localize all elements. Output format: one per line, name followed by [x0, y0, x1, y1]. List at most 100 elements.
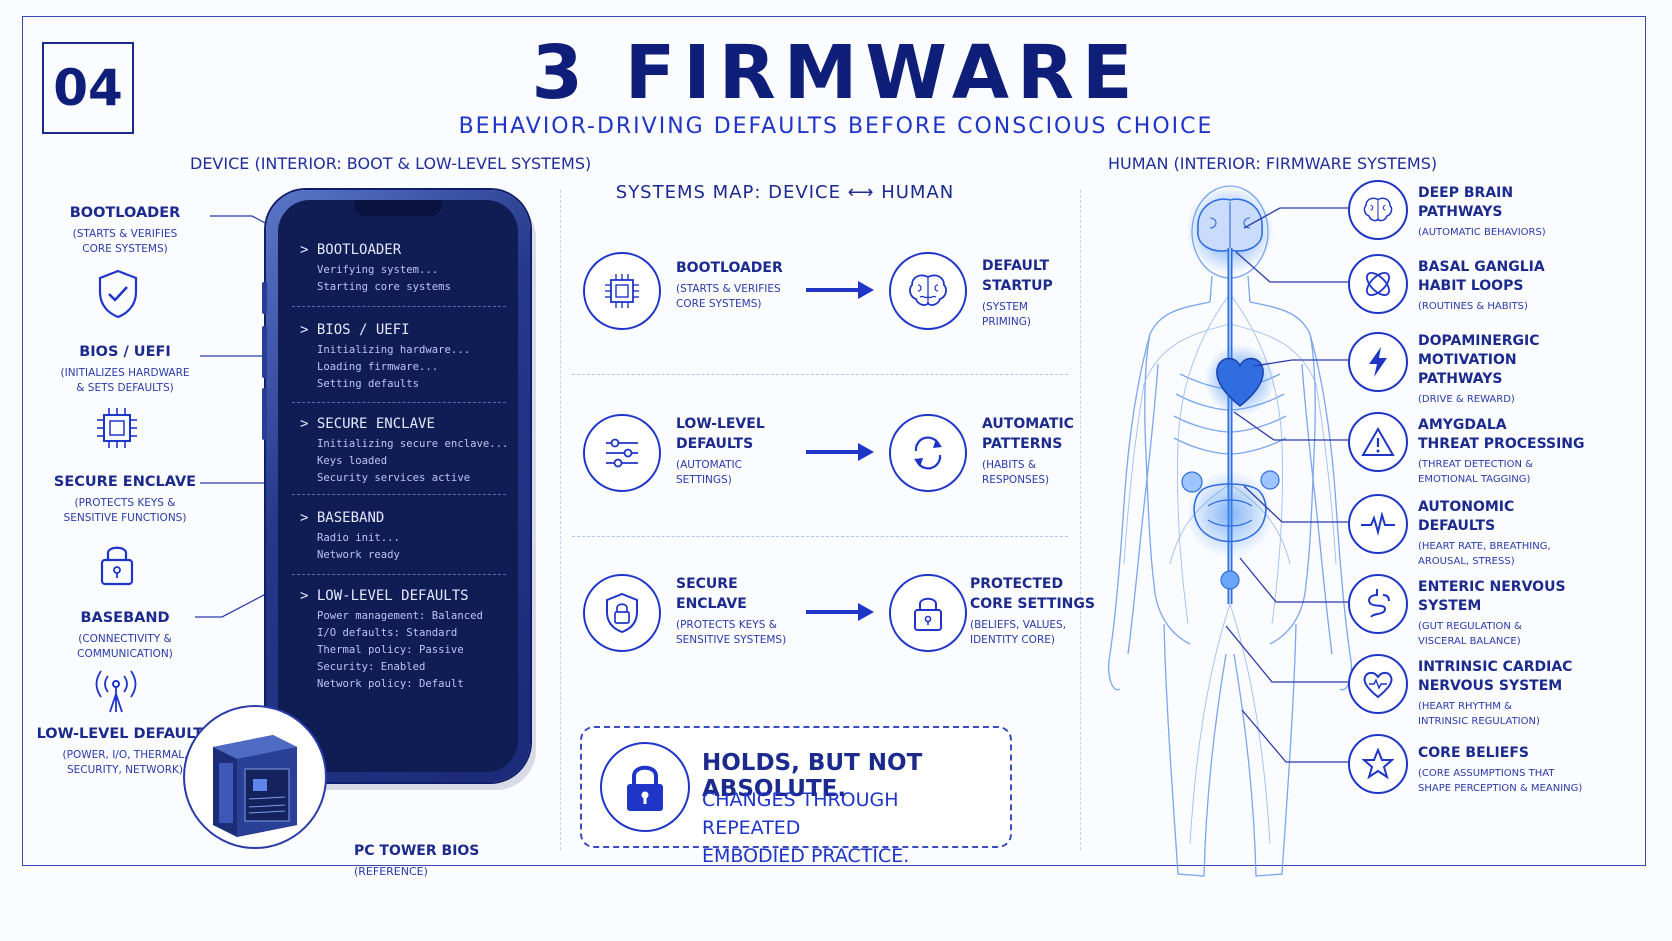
map-label-title: DEFAULT [982, 258, 1050, 274]
item-sub: (HEART RATE, BREATHING, [1418, 541, 1551, 552]
label-title: BIOS / UEFI [79, 344, 171, 360]
phone-screen [278, 200, 518, 772]
item-title: AMYGDALA [1418, 417, 1507, 433]
item-title: ENTERIC NERVOUS [1418, 579, 1566, 595]
phone-line: I/O defaults: Standard [317, 627, 458, 639]
map-label-title: SECURE [676, 576, 738, 592]
shield-check-icon [95, 268, 141, 320]
item-title: CORE BELIEFS [1418, 745, 1529, 761]
phone-line: Network ready [317, 549, 400, 561]
map-label-title: LOW-LEVEL [676, 416, 765, 432]
item-title: DEFAULTS [1418, 518, 1496, 534]
brain-icon [889, 252, 967, 330]
cycle-icon [889, 414, 967, 492]
divider [292, 402, 506, 403]
map-label-title: AUTOMATIC [982, 416, 1074, 432]
map-label-sub: CORE SYSTEMS) [676, 298, 762, 310]
callout-text: CHANGES THROUGH REPEATED [702, 789, 899, 839]
padlock-icon [889, 574, 967, 652]
phone-section-baseband: > BASEBAND Radio init... Network ready [300, 510, 510, 564]
item-title: DOPAMINERGIC [1418, 333, 1540, 349]
map-label-sub: SENSITIVE SYSTEMS) [676, 634, 787, 646]
device-label-baseband: BASEBAND (CONNECTIVITY &COMMUNICATION) [35, 610, 215, 662]
map-label-title: CORE SETTINGS [970, 596, 1095, 612]
map-label-title: ENCLAVE [676, 596, 747, 612]
prompt-glyph: > [300, 510, 309, 526]
item-title: HABIT LOOPS [1418, 278, 1524, 294]
pc-title: PC TOWER BIOS [354, 843, 480, 859]
prompt-glyph: > [300, 322, 309, 338]
map-label-sub: (PROTECTS KEYS & [676, 619, 777, 631]
human-item-deep-brain: DEEP BRAIN PATHWAYS (AUTOMATIC BEHAVIORS) [1418, 184, 1668, 240]
item-sub: (THREAT DETECTION & [1418, 459, 1533, 470]
antenna-icon [90, 668, 142, 714]
phone-line: Radio init... [317, 532, 400, 544]
item-sub: (HEART RHYTHM & [1418, 701, 1512, 712]
divider [292, 494, 506, 495]
item-title: PATHWAYS [1418, 371, 1503, 387]
phone-section-low-level-defaults: > LOW-LEVEL DEFAULTS Power management: B… [300, 588, 510, 693]
callout-headline: HOLDS, BUT NOT ABSOLUTE. [702, 750, 923, 802]
label-sub: (INITIALIZES HARDWARE [60, 367, 190, 379]
item-title: PATHWAYS [1418, 204, 1503, 220]
map-label-sub: RESPONSES) [982, 474, 1050, 486]
item-sub: AROUSAL, STRESS) [1418, 556, 1515, 567]
prompt-glyph: > [300, 588, 309, 604]
map-label-sub: (BELIEFS, VALUES, [970, 619, 1067, 631]
loop-icon [1348, 254, 1408, 314]
map-label-title: PROTECTED [970, 576, 1064, 592]
phone-section-secure-enclave: > SECURE ENCLAVE Initializing secure enc… [300, 416, 510, 487]
callout-box: HOLDS, BUT NOT ABSOLUTE. CHANGES THROUGH… [580, 726, 1012, 867]
row-divider [572, 374, 1068, 375]
divider [292, 574, 506, 575]
callout-text: EMBODIED PRACTICE. [702, 845, 910, 867]
item-title: SYSTEM [1418, 598, 1482, 614]
phone-line: Loading firmware... [317, 361, 439, 373]
item-sub: (ROUTINES & HABITS) [1418, 301, 1528, 312]
phone-section-title: BOOTLOADER [316, 242, 402, 258]
device-label-bios: BIOS / UEFI (INITIALIZES HARDWARE& SETS … [35, 344, 215, 396]
star-icon [1348, 734, 1408, 794]
pc-sub: (REFERENCE) [354, 865, 428, 878]
label-title: SECURE ENCLAVE [53, 474, 197, 490]
item-sub: (AUTOMATIC BEHAVIORS) [1418, 227, 1546, 238]
phone-line: Initializing secure enclave... [317, 438, 509, 450]
arrow-right-icon [806, 443, 874, 461]
row-divider [572, 536, 1068, 537]
section-number: 04 [42, 42, 134, 134]
chip-icon [93, 404, 141, 452]
label-sub: COMMUNICATION) [77, 648, 173, 660]
item-title: MOTIVATION [1418, 352, 1517, 368]
column-divider [1080, 190, 1081, 850]
map-label-sub: (SYSTEM [982, 301, 1028, 313]
brain-icon [1348, 180, 1408, 240]
phone-line: Starting core systems [317, 281, 451, 293]
phone-line: Thermal policy: Passive [317, 644, 464, 656]
map-label-sub: SETTINGS) [676, 474, 732, 486]
divider [292, 306, 506, 307]
map-label-sub: (STARTS & VERIFIES [676, 283, 781, 295]
map-label-sub: IDENTITY CORE) [970, 634, 1055, 646]
phone-line: Initializing hardware... [317, 344, 471, 356]
item-sub: (CORE ASSUMPTIONS THAT [1418, 768, 1555, 779]
human-heading: HUMAN (INTERIOR: FIRMWARE SYSTEMS) [1108, 154, 1438, 173]
label-sub: (PROTECTS KEYS & [74, 497, 176, 509]
item-title: DEEP BRAIN [1418, 185, 1514, 201]
phone-side-button [262, 282, 267, 314]
phone-section-bootloader: > BOOTLOADER Verifying system... Startin… [300, 242, 510, 296]
item-title: NERVOUS SYSTEM [1418, 678, 1563, 694]
prompt-glyph: > [300, 242, 309, 258]
label-sub: SECURITY, NETWORK) [66, 764, 184, 776]
phone-section-title: BASEBAND [316, 510, 385, 526]
label-sub: (POWER, I/O, THERMAL, [62, 749, 188, 761]
map-label-sub: (HABITS & [982, 459, 1037, 471]
